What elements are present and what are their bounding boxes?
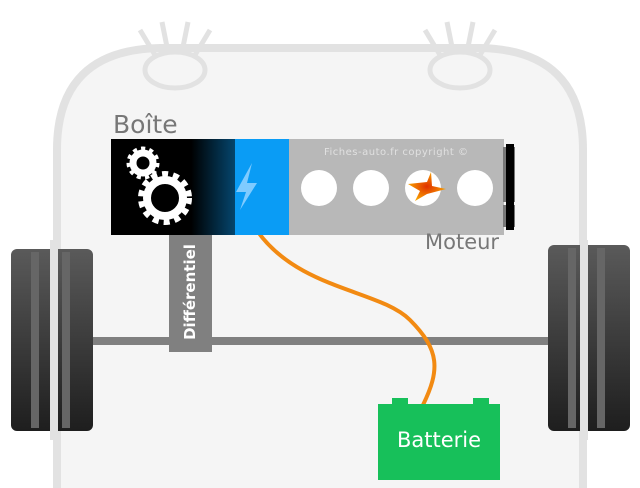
headlight-right-icon xyxy=(422,21,498,91)
cylinder-spark-icon xyxy=(408,172,446,201)
battery-label: Batterie xyxy=(396,428,482,452)
differential-label: Différentiel xyxy=(181,244,199,340)
axle xyxy=(93,337,548,345)
watermark: Fiches-auto.fr copyright © xyxy=(324,147,469,158)
gears-icon xyxy=(126,146,192,225)
engine-flywheel xyxy=(503,144,515,230)
headlight-left-icon xyxy=(137,21,213,91)
lightning-icon xyxy=(236,163,257,210)
wheel-right xyxy=(548,240,630,440)
wheel-left xyxy=(11,240,93,440)
cylinders xyxy=(301,170,493,206)
battery-wire xyxy=(256,230,437,406)
gearbox-label: Boîte xyxy=(113,110,178,139)
battery xyxy=(378,398,500,480)
engine-label: Moteur xyxy=(425,230,500,254)
differential-bar xyxy=(169,234,212,352)
